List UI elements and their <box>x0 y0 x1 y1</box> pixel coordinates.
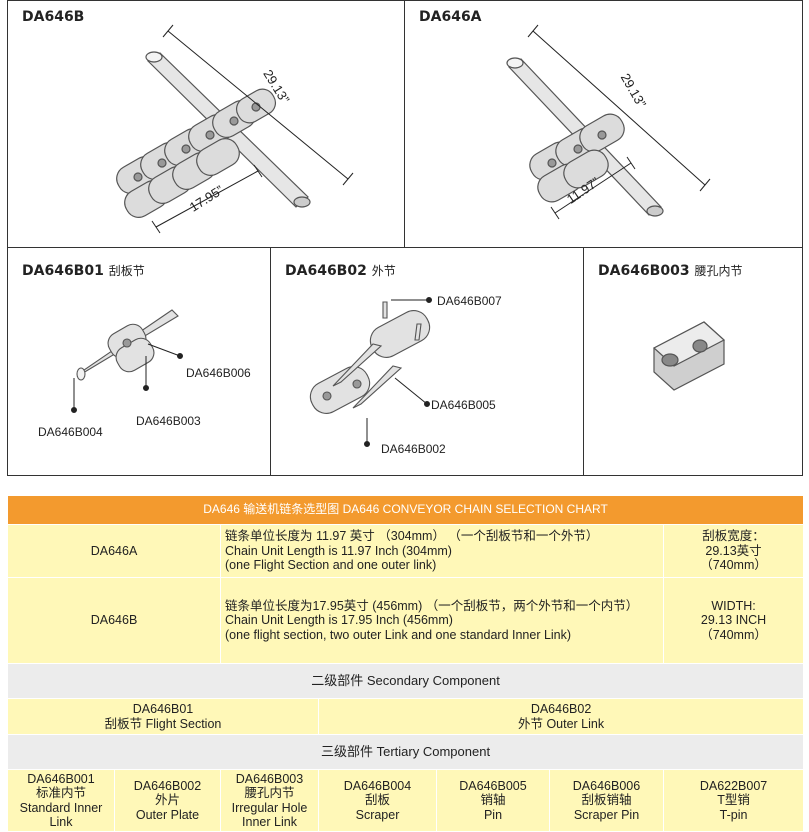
outer-link-drawing <box>309 297 432 447</box>
part-code: DA646B01 <box>22 263 104 279</box>
flight-section-drawing <box>71 309 183 413</box>
part-name: 腰孔内节 <box>694 264 743 278</box>
part-name: 销轴 <box>480 793 506 808</box>
width-line: （740mm） <box>700 558 767 573</box>
tertiary-cell: DA622B007 T型销 T-pin <box>662 769 805 832</box>
part-name: Irregular Hole <box>231 800 308 815</box>
chain-da646b-drawing <box>116 24 354 234</box>
callout-da646b007: DA646B007 <box>437 294 502 308</box>
part-code: DA646B003 <box>598 263 690 279</box>
dimension-lines <box>151 24 354 234</box>
selection-chart-table: DA646 输送机链条选型图 DA646 CONVEYOR CHAIN SELE… <box>6 495 805 832</box>
width-line: 29.13 INCH <box>700 613 767 628</box>
part-code: DA646B006 <box>572 778 641 793</box>
diagram-panel-da646b02: DA646B02 外节 DA646B007 DA646B005 DA646B00… <box>270 247 584 476</box>
part-code: DA646B01 <box>132 702 194 717</box>
desc-line: 链条单位长度为 11.97 英寸 （304mm） （一个刮板节和一个外节） <box>225 529 599 544</box>
panel-title: DA646A <box>419 9 482 25</box>
part-name: Outer Plate <box>135 807 200 822</box>
model-cell: DA646B <box>7 577 221 664</box>
tertiary-cell: DA646B001 标准内节 Standard Inner Link <box>7 769 115 832</box>
chain-links <box>116 88 277 218</box>
desc-line: Chain Unit Length is 11.97 Inch (304mm) <box>225 543 452 558</box>
panel-title: DA646B003 腰孔内节 <box>598 262 742 279</box>
panel-title: DA646B02 外节 <box>285 262 396 279</box>
callout-da646b005: DA646B005 <box>431 398 496 412</box>
callout-da646b006: DA646B006 <box>186 366 251 380</box>
description-cell: 链条单位长度为17.95英寸 (456mm) （一个刮板节，两个外节和一个内节）… <box>220 577 664 664</box>
part-name: 外节 Outer Link <box>517 716 605 731</box>
table-row: DA646A 链条单位长度为 11.97 英寸 （304mm） （一个刮板节和一… <box>7 524 805 578</box>
chart-header: DA646 输送机链条选型图 DA646 CONVEYOR CHAIN SELE… <box>6 495 805 525</box>
chain-da646a-drawing <box>506 24 711 220</box>
table-row: DA646B001 标准内节 Standard Inner Link DA646… <box>7 769 805 832</box>
callout-da646b004: DA646B004 <box>38 425 103 439</box>
irregular-hole-link-drawing <box>652 321 726 391</box>
model-cell: DA646A <box>7 524 221 578</box>
desc-line: 链条单位长度为17.95英寸 (456mm) （一个刮板节，两个外节和一个内节） <box>225 598 639 613</box>
table-row: DA646B 链条单位长度为17.95英寸 (456mm) （一个刮板节，两个外… <box>7 577 805 664</box>
width-cell: 刮板宽度： 29.13英寸 （740mm） <box>662 524 805 578</box>
tertiary-cell: DA646B005 销轴 Pin <box>436 769 550 832</box>
part-code: DA646B02 <box>530 702 592 717</box>
part-code: DA646B02 <box>285 263 367 279</box>
chain-links <box>529 113 625 203</box>
part-name: Scraper Pin <box>573 807 640 822</box>
description-cell: 链条单位长度为 11.97 英寸 （304mm） （一个刮板节和一个外节） Ch… <box>220 524 664 578</box>
panel-title: DA646B <box>22 9 85 25</box>
part-code: DA646B002 <box>133 778 202 793</box>
part-name: 外片 <box>154 793 180 808</box>
part-name: T型销 <box>717 793 750 808</box>
diagram-panel-da646b003: DA646B003 腰孔内节 <box>583 247 803 476</box>
tertiary-cell: DA646B003 腰孔内节 Irregular Hole Inner Link <box>220 769 319 832</box>
part-name: 刮板节 Flight Section <box>104 716 222 731</box>
diagram-panel-da646b01: DA646B01 刮板节 DA646B006 DA646B003 DA646B0… <box>7 247 271 476</box>
part-name: T-pin <box>719 807 748 822</box>
dimension-lines <box>527 24 711 220</box>
tertiary-cell: DA646B002 外片 Outer Plate <box>114 769 221 832</box>
callout-da646b002: DA646B002 <box>381 442 446 456</box>
width-line: 29.13英寸 <box>705 543 762 558</box>
width-line: WIDTH: <box>711 598 756 613</box>
tertiary-cell: DA646B006 刮板销轴 Scraper Pin <box>549 769 664 832</box>
width-line: 刮板宽度： <box>702 529 765 544</box>
secondary-cell: DA646B01 刮板节 Flight Section <box>7 698 319 735</box>
width-line: （740mm） <box>700 627 767 642</box>
desc-line: Chain Unit Length is 17.95 Inch (456mm) <box>225 613 453 628</box>
part-name: 腰孔内节 <box>244 786 295 801</box>
panel-title: DA646B01 刮板节 <box>22 262 145 279</box>
tertiary-cell: DA646B004 刮板 Scraper <box>318 769 437 832</box>
part-name: 刮板销轴 <box>581 793 632 808</box>
part-code: DA646B003 <box>235 771 304 786</box>
part-name: 标准内节 <box>35 786 86 801</box>
part-code: DA646B004 <box>343 778 412 793</box>
diagram-panel-da646b: DA646B <box>7 0 405 248</box>
tertiary-section-title: 三级部件 Tertiary Component <box>6 734 805 770</box>
part-name: 外节 <box>371 264 396 278</box>
part-name: Inner Link <box>242 814 297 829</box>
desc-line: (one flight section, two outer Link and … <box>225 627 572 642</box>
part-code: DA622B007 <box>699 778 768 793</box>
part-name: 刮板节 <box>108 264 145 278</box>
part-code: DA646B001 <box>27 771 95 786</box>
part-code: DA646B005 <box>459 778 527 793</box>
part-name: Pin <box>483 807 503 822</box>
table-row: DA646B01 刮板节 Flight Section DA646B02 外节 … <box>7 698 805 735</box>
width-cell: WIDTH: 29.13 INCH （740mm） <box>662 577 805 664</box>
part-name: Standard Inner Link <box>19 800 103 829</box>
callout-da646b003: DA646B003 <box>136 414 201 428</box>
part-name: 刮板 <box>364 793 390 808</box>
part-name: Scraper <box>355 807 400 822</box>
diagram-panel-da646a: DA646A 29.13” 11.97” <box>404 0 803 248</box>
secondary-cell: DA646B02 外节 Outer Link <box>317 698 805 735</box>
secondary-section-title: 二级部件 Secondary Component <box>6 663 805 699</box>
desc-line: (one Flight Section and one outer link) <box>225 558 437 573</box>
